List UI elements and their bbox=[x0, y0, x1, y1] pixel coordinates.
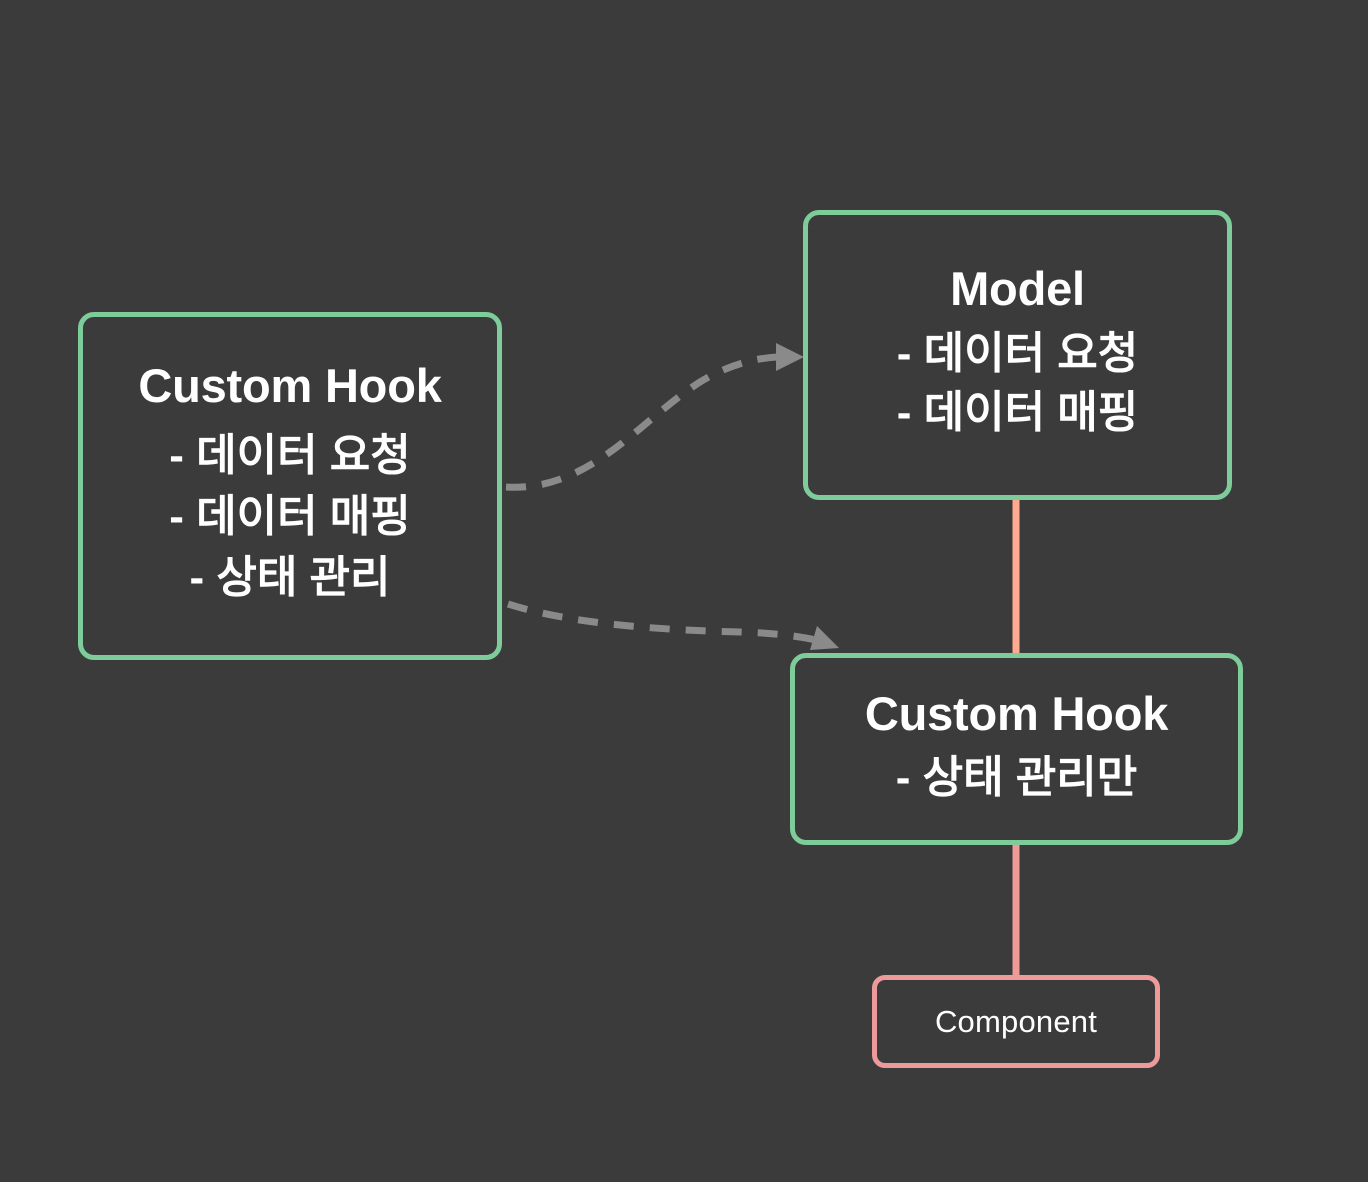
node-custom-hook-left[interactable]: Custom Hook - 데이터 요청 - 데이터 매핑 - 상태 관리 bbox=[78, 312, 502, 660]
arrow-custom-hook-to-model bbox=[505, 353, 779, 491]
arrow-custom-hook-to-custom-hook bbox=[506, 600, 821, 645]
node-model-title: Model bbox=[950, 261, 1085, 315]
node-model-line-1: - 데이터 요청 bbox=[896, 329, 1139, 379]
node-custom-hook-right-line-1: - 상태 관리만 bbox=[895, 752, 1138, 802]
node-custom-hook-left-title: Custom Hook bbox=[138, 359, 442, 413]
node-custom-hook-right-title: Custom Hook bbox=[864, 687, 1169, 741]
arrow-head-to-custom-hook bbox=[810, 626, 839, 650]
node-component[interactable]: Component bbox=[872, 975, 1160, 1068]
node-custom-hook-left-line-1: - 데이터 요청 bbox=[169, 430, 411, 480]
arrow-head-to-model bbox=[776, 343, 804, 371]
node-custom-hook-left-line-3: - 상태 관리 bbox=[189, 552, 391, 602]
node-component-title: Component bbox=[934, 1003, 1098, 1039]
node-custom-hook-left-line-2: - 데이터 매핑 bbox=[169, 491, 411, 541]
node-model-line-2: - 데이터 매핑 bbox=[896, 388, 1139, 438]
node-model[interactable]: Model - 데이터 요청 - 데이터 매핑 bbox=[803, 210, 1232, 500]
node-custom-hook-right[interactable]: Custom Hook - 상태 관리만 bbox=[790, 653, 1243, 845]
